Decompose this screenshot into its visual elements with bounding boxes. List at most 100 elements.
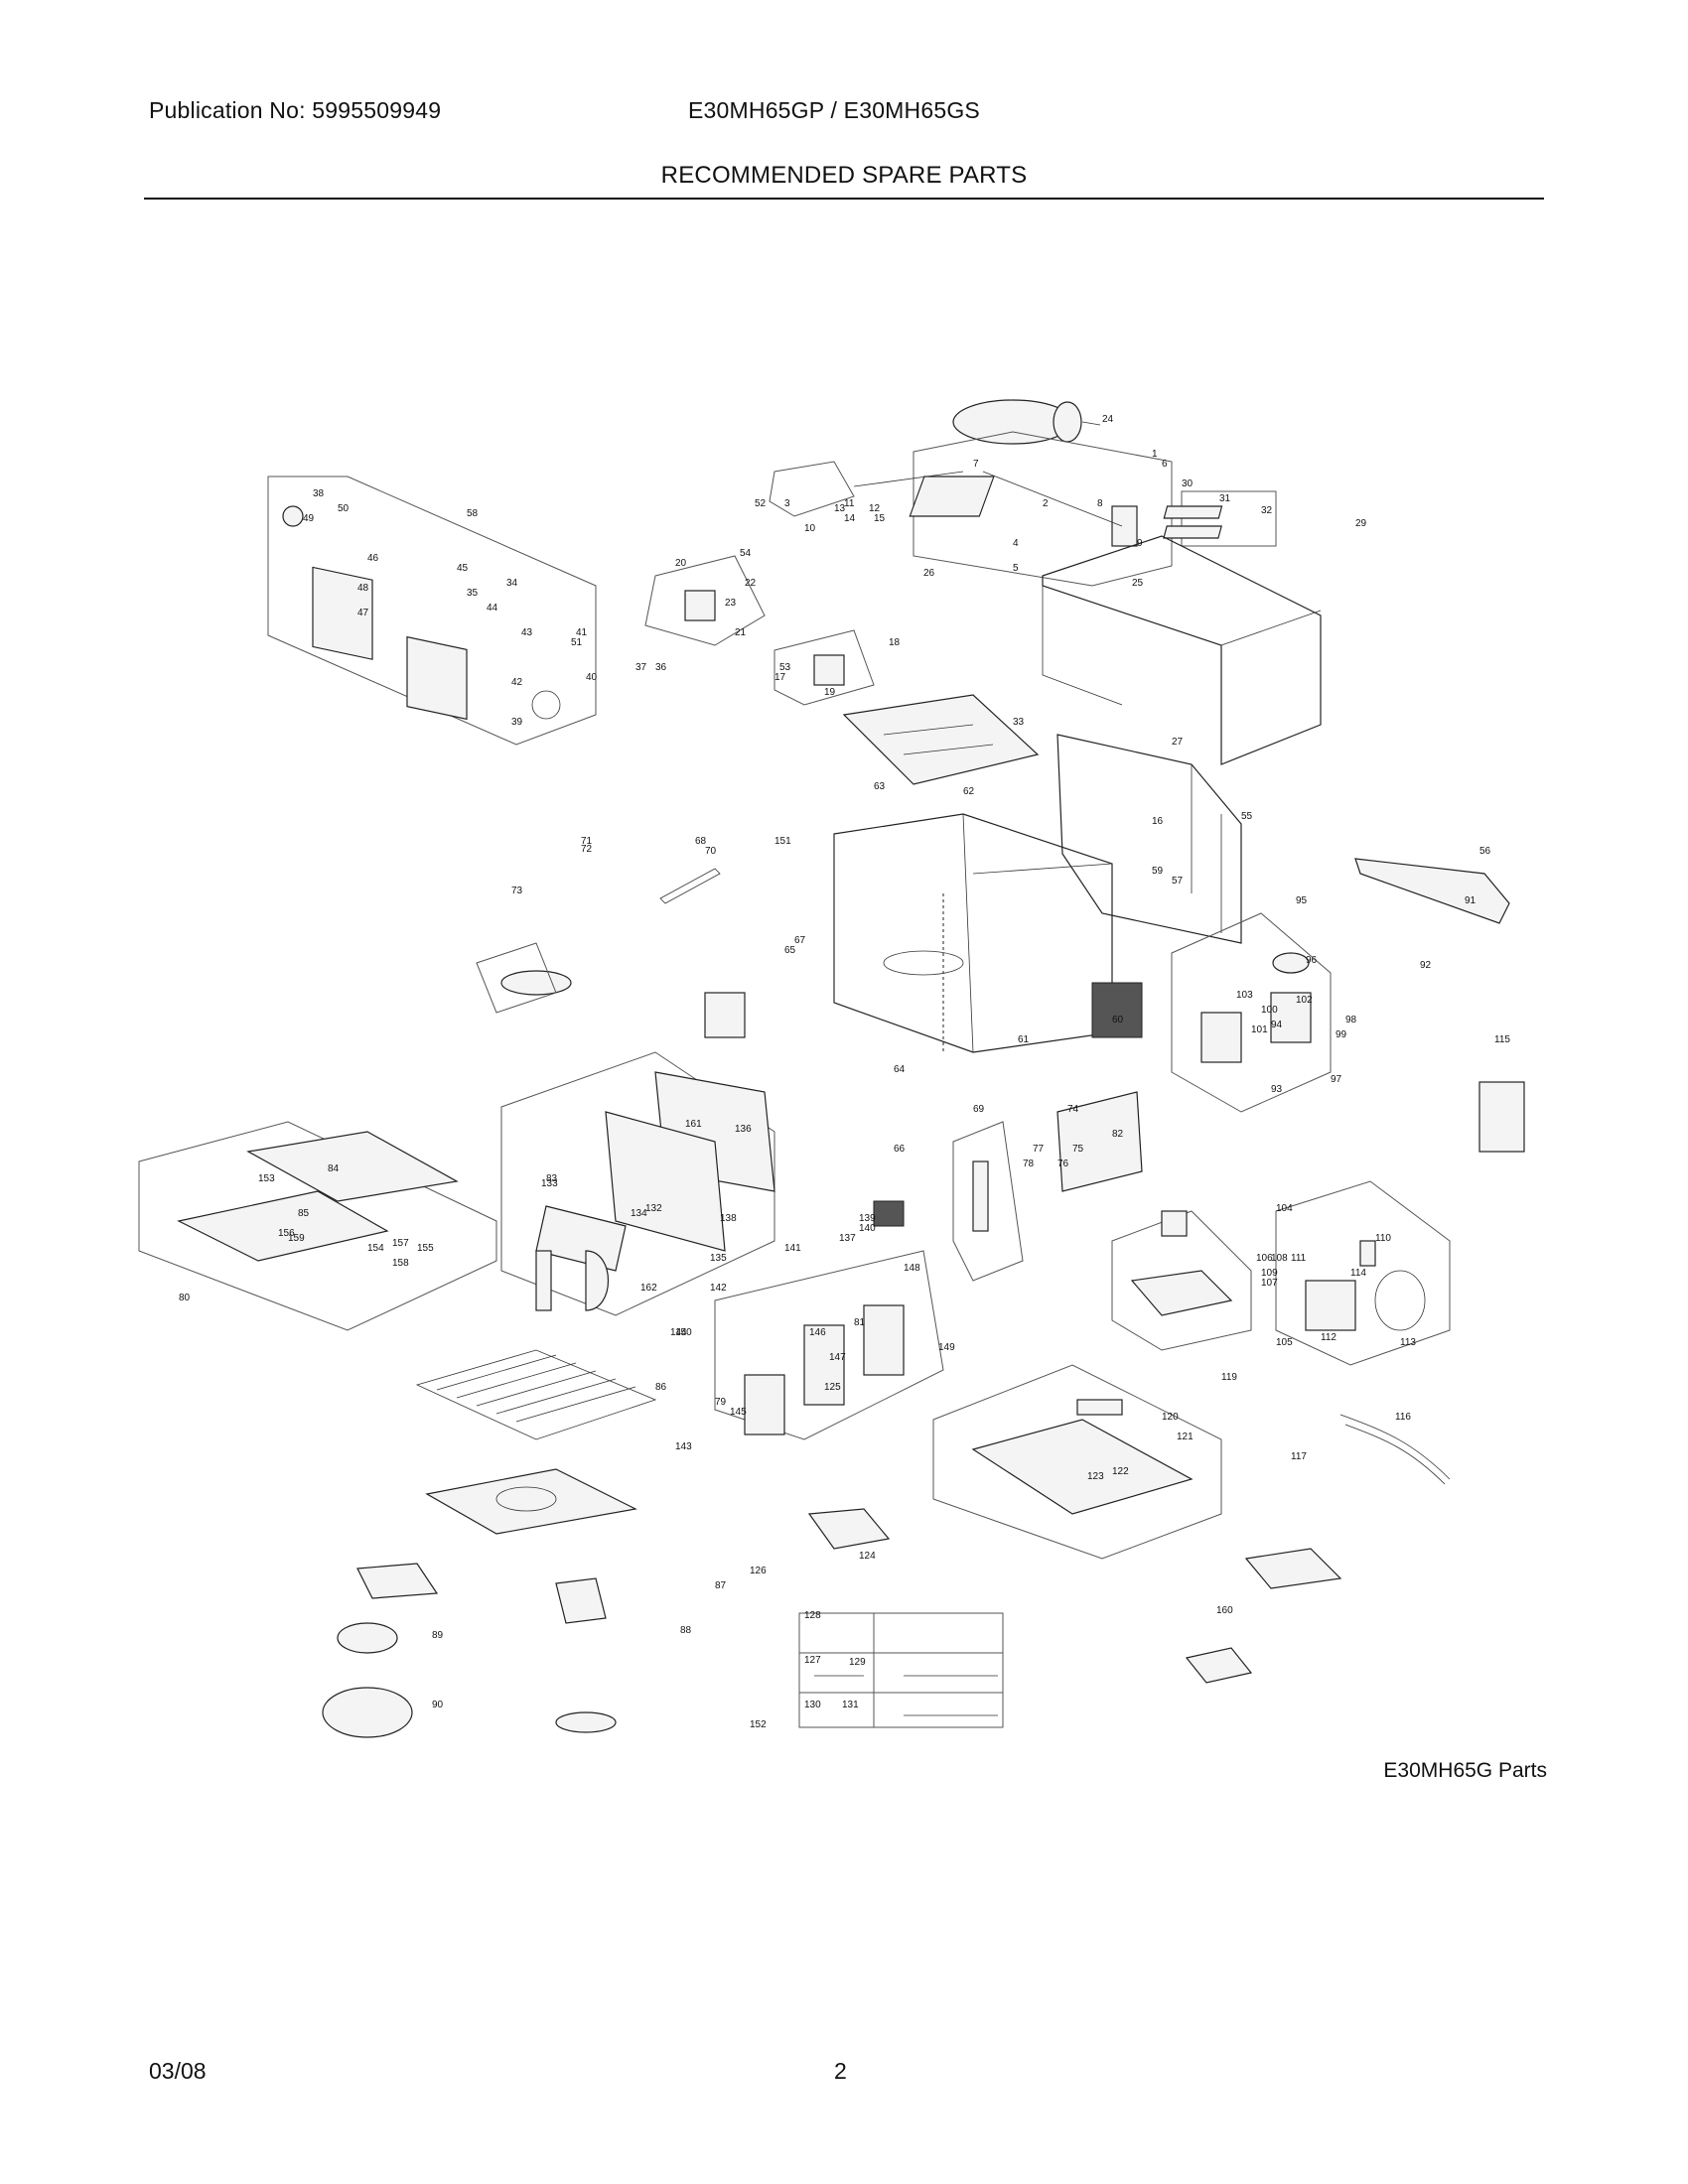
part-number-label: 75 [1072, 1144, 1084, 1155]
part-number-label: 156 [278, 1228, 295, 1239]
part-number-label: 103 [1236, 990, 1253, 1001]
part-number-label: 70 [705, 846, 717, 857]
part-number-label: 109 [1261, 1268, 1278, 1279]
part-number-label: 66 [894, 1144, 906, 1155]
part-number-label: 90 [432, 1700, 444, 1710]
publication-number: Publication No: 5995509949 [149, 97, 442, 123]
part-number-label: 73 [511, 886, 523, 896]
blower-fan-icon [952, 399, 1101, 445]
part-number-label: 149 [938, 1342, 955, 1353]
part-number-label: 105 [1276, 1337, 1293, 1348]
part-number-label: 160 [1216, 1605, 1233, 1616]
part-number-label: 97 [1331, 1074, 1342, 1085]
part-number-label: 21 [735, 627, 747, 638]
part-number-label: 36 [655, 662, 667, 673]
part-number-label: 23 [725, 598, 737, 609]
part-number-label: 91 [1465, 895, 1477, 906]
part-number-label: 99 [1336, 1029, 1347, 1040]
part-number-label: 128 [804, 1610, 821, 1621]
part-number-label: 137 [839, 1233, 856, 1244]
part-number-label: 35 [467, 588, 479, 599]
part-number-label: 76 [1057, 1159, 1069, 1169]
part-number-label: 68 [695, 836, 707, 847]
part-number-label: 38 [313, 488, 325, 499]
part-number-label: 98 [1345, 1015, 1357, 1025]
part-number-label: 61 [1018, 1034, 1030, 1045]
part-number-label: 48 [357, 583, 369, 594]
page-number: 2 [834, 2058, 847, 2084]
part-number-label: 71 [581, 836, 593, 847]
part-number-label: 117 [1291, 1451, 1307, 1462]
part-number-label: 139 [859, 1213, 876, 1224]
part-number-label: 152 [750, 1719, 767, 1730]
part-number-label: 59 [1152, 866, 1164, 877]
part-number-label: 77 [1033, 1144, 1045, 1155]
part-number-label: 69 [973, 1104, 985, 1115]
group-box-17 [774, 629, 875, 706]
part-number-label: 136 [735, 1124, 752, 1135]
outer-cabinet-icon [1042, 535, 1322, 765]
part-number-label: 138 [720, 1213, 737, 1224]
part-number-label: 127 [804, 1655, 821, 1666]
part-number-label: 157 [392, 1238, 409, 1249]
part-number-label: 17 [774, 672, 786, 683]
part-number-label: 144 [670, 1327, 687, 1338]
part-number-label: 8 [1097, 498, 1103, 509]
part-number-label: 65 [784, 945, 796, 956]
part-number-label: 82 [1112, 1129, 1124, 1140]
part-number-label: 150 [675, 1327, 692, 1338]
control-panel-icon [246, 1131, 459, 1202]
part-number-label: 4 [1013, 538, 1019, 549]
part-number-label: 74 [1067, 1104, 1079, 1115]
part-number-label: 25 [1132, 578, 1144, 589]
hardware-grid [798, 1612, 1004, 1728]
part-number-label: 6 [1162, 459, 1168, 470]
part-number-label: 159 [288, 1233, 305, 1244]
group-box-20 [644, 555, 766, 646]
part-number-label: 141 [784, 1243, 801, 1254]
part-number-label: 84 [328, 1163, 340, 1174]
part-number-label: 140 [859, 1223, 876, 1234]
base-plate-icon [842, 694, 1040, 785]
part-number-label: 57 [1172, 876, 1184, 887]
part-number-label: 101 [1251, 1024, 1268, 1035]
part-number-label: 20 [675, 558, 687, 569]
group-box-140 [500, 1051, 775, 1316]
part-number-label: 33 [1013, 717, 1025, 728]
magnetron-icon [1091, 982, 1143, 1038]
part-number-label: 64 [894, 1064, 906, 1075]
part-number-label: 161 [685, 1119, 702, 1130]
part-number-label: 93 [1271, 1084, 1283, 1095]
part-number-label: 147 [829, 1352, 846, 1363]
part-number-label: 56 [1479, 846, 1491, 857]
part-number-label: 78 [1023, 1159, 1035, 1169]
part-number-label: 100 [1261, 1005, 1278, 1016]
part-number-label: 51 [571, 637, 583, 648]
part-number-label: 54 [740, 548, 752, 559]
back-panel-icon [1056, 734, 1242, 944]
part-number-label: 104 [1276, 1203, 1293, 1214]
part-number-label: 42 [511, 677, 523, 688]
part-number-label: 143 [675, 1441, 692, 1452]
part-number-label: 96 [1306, 955, 1318, 966]
part-number-label: 131 [842, 1700, 859, 1710]
part-number-label: 123 [1087, 1471, 1104, 1482]
part-number-label: 11 [844, 498, 855, 509]
part-number-label: 49 [303, 513, 315, 524]
part-number-label: 39 [511, 717, 523, 728]
group-box-1 [913, 431, 1173, 587]
part-number-label: 40 [586, 672, 598, 683]
page-title: RECOMMENDED SPARE PARTS [660, 162, 1028, 189]
part-number-label: 162 [640, 1283, 657, 1294]
part-number-label: 72 [581, 844, 593, 855]
footer-date: 03/08 [149, 2058, 207, 2084]
part-number-label: 16 [1152, 816, 1164, 827]
part-number-label: 45 [457, 563, 469, 574]
part-number-label: 121 [1177, 1432, 1194, 1442]
part-number-label: 153 [258, 1173, 275, 1184]
part-number-label: 37 [635, 662, 647, 673]
part-number-label: 32 [1261, 505, 1273, 516]
part-number-label: 30 [1182, 478, 1194, 489]
